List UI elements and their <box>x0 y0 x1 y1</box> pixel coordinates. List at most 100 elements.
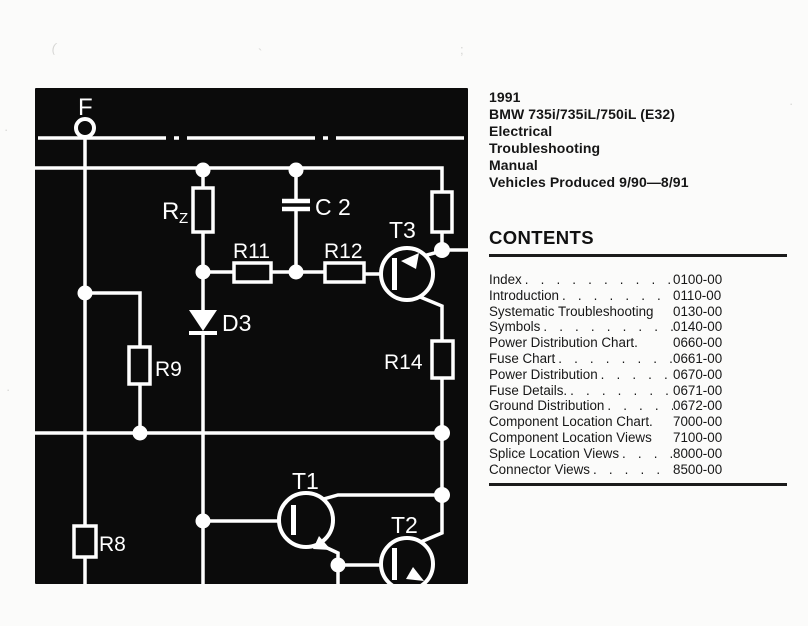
toc-page-number: 8500-00 <box>673 461 723 477</box>
resistor-r9 <box>127 345 152 386</box>
resistor-r14 <box>430 339 455 380</box>
toc-row: Fuse Chart. . . . . . . . . . . . .0661-… <box>489 351 735 367</box>
label-t2: T2 <box>391 512 418 538</box>
resistor-rz <box>191 186 215 234</box>
toc-row: Introduction. . . . . . . . . . . . .011… <box>489 288 735 304</box>
toc-row: Systematic Troubleshooting 0130-00 <box>489 304 735 320</box>
toc-page-number: 0100-00 <box>673 272 723 287</box>
toc-page-number: 0671-00 <box>673 382 723 398</box>
label-r14: R14 <box>384 351 423 374</box>
label-f: F <box>78 94 93 121</box>
contents-list: Index. . . . . . . . . . . . . . . . .01… <box>489 272 735 477</box>
scan-artifact: ` <box>258 46 263 61</box>
toc-row: Power Distribution. . . . . . . .0670-00 <box>489 367 735 383</box>
label-r8: R8 <box>99 533 126 556</box>
toc-leader-dots: . . . . . . <box>607 398 673 414</box>
manual-title-line: Manual <box>489 157 538 173</box>
junction-dots <box>77 162 450 573</box>
toc-page-number: 0661-00 <box>673 350 723 366</box>
toc-leader-dots: . . . . . <box>622 445 673 461</box>
manual-title-line: 1991 <box>489 89 521 105</box>
toc-page-number: 7000-00 <box>673 414 723 430</box>
toc-row: Component Location Chart. 7000-00 <box>489 414 735 430</box>
toc-page-number: 0140-00 <box>673 319 723 335</box>
t1-arrow <box>313 536 331 550</box>
toc-entry-label: Splice Location Views <box>489 445 620 461</box>
transistor-t2-body <box>379 536 435 584</box>
scan-artifact: ( <box>50 39 58 56</box>
label-d3: D3 <box>222 310 251 336</box>
toc-entry-label: Ground Distribution <box>489 398 605 414</box>
toc-entry-label: Fuse Chart <box>489 350 556 366</box>
label-c2: C 2 <box>315 194 351 220</box>
resistor-r11 <box>232 261 273 284</box>
wire <box>85 291 142 347</box>
label-r11: R11 <box>233 240 270 263</box>
toc-entry-label: Systematic Troubleshooting <box>489 303 654 319</box>
resistor-r8 <box>72 524 98 559</box>
toc-page-number: 0670-00 <box>673 366 723 382</box>
label-r12: R12 <box>324 240 363 263</box>
transistor-t1-body <box>277 491 335 549</box>
manual-title-line: Vehicles Produced 9/90—8/91 <box>489 174 689 190</box>
circuit-schematic-panel: F R Z C 2 R11 R12 T3 D3 R9 R14 T1 T2 R8 <box>35 88 468 584</box>
toc-entry-label: Power Distribution <box>489 366 598 382</box>
toc-leader-dots: . . . . . . . . . . . . . <box>558 350 673 366</box>
label-t3: T3 <box>389 217 416 243</box>
resistor-r12 <box>323 261 366 284</box>
toc-page-number: 0672-00 <box>673 398 723 414</box>
resistor-top-right <box>430 190 454 234</box>
toc-page-number: 8000-00 <box>673 445 723 461</box>
toc-entry-label: Component Location Chart. <box>489 414 653 430</box>
toc-leader-dots: . . . . . . . . <box>600 366 673 382</box>
diode-d3 <box>189 310 217 335</box>
toc-row: Connector Views. . . . . . . . .8500-00 <box>489 462 735 478</box>
scan-artifact: ; <box>460 42 464 57</box>
toc-entry-label: Connector Views <box>489 461 590 477</box>
toc-row: Fuse Details.. . . . . . . . . . .0671-0… <box>489 383 735 399</box>
toc-leader-dots: . . . . . . . . . . . . . . . <box>543 319 673 335</box>
fuse-terminal-f <box>74 117 96 139</box>
manual-title-line: Troubleshooting <box>489 140 601 156</box>
toc-row: Power Distribution Chart. 0660-00 <box>489 335 735 351</box>
label-rz: R <box>162 198 179 225</box>
label-t1: T1 <box>292 468 319 494</box>
manual-title-line: Electrical <box>489 123 553 139</box>
toc-entry-label: Power Distribution Chart. <box>489 335 638 351</box>
toc-row: Index. . . . . . . . . . . . . . . . .01… <box>489 272 735 288</box>
toc-page-number: 0130-00 <box>673 303 723 319</box>
toc-leader-dots: . . . . . . . . . . . . . . . . . <box>524 272 673 287</box>
scan-artifact: · <box>4 122 9 137</box>
transistor-t3-body <box>379 246 435 302</box>
toc-page-number: 0660-00 <box>673 335 723 351</box>
toc-leader-dots: . . . . . . . . . <box>592 461 673 477</box>
t3-arrow <box>401 253 419 269</box>
toc-entry-label: Introduction <box>489 287 559 303</box>
toc-entry-label: Fuse Details. <box>489 382 568 398</box>
label-rz-subscript: Z <box>179 210 188 227</box>
contents-top-rule <box>489 254 787 257</box>
toc-row: Splice Location Views. . . . .8000-00 <box>489 446 735 462</box>
contents-bottom-rule <box>489 483 787 487</box>
contents-heading: CONTENTS <box>489 227 594 248</box>
manual-title-line: BMW 735i/735iL/750iL (E32) <box>489 106 675 122</box>
toc-page-number: 7100-00 <box>673 429 723 445</box>
toc-entry-label: Index <box>489 272 522 287</box>
supply-line <box>35 166 444 192</box>
toc-page-number: 0110-00 <box>673 287 722 303</box>
toc-row: Symbols. . . . . . . . . . . . . . .0140… <box>489 319 735 335</box>
t2-arrow <box>406 567 424 581</box>
scan-artifact: · <box>6 382 11 397</box>
label-r9: R9 <box>155 358 182 381</box>
toc-entry-label: Component Location Views <box>489 429 652 445</box>
toc-leader-dots: . . . . . . . . . . . . . <box>561 287 673 303</box>
capacitor-c2 <box>282 198 310 212</box>
toc-leader-dots: . . . . . . . . . . . <box>570 382 673 398</box>
toc-row: Ground Distribution. . . . . .0672-00 <box>489 398 735 414</box>
scan-artifact: · <box>789 96 794 111</box>
toc-row: Component Location Views 7100-00 <box>489 430 735 446</box>
toc-entry-label: Symbols <box>489 319 541 335</box>
